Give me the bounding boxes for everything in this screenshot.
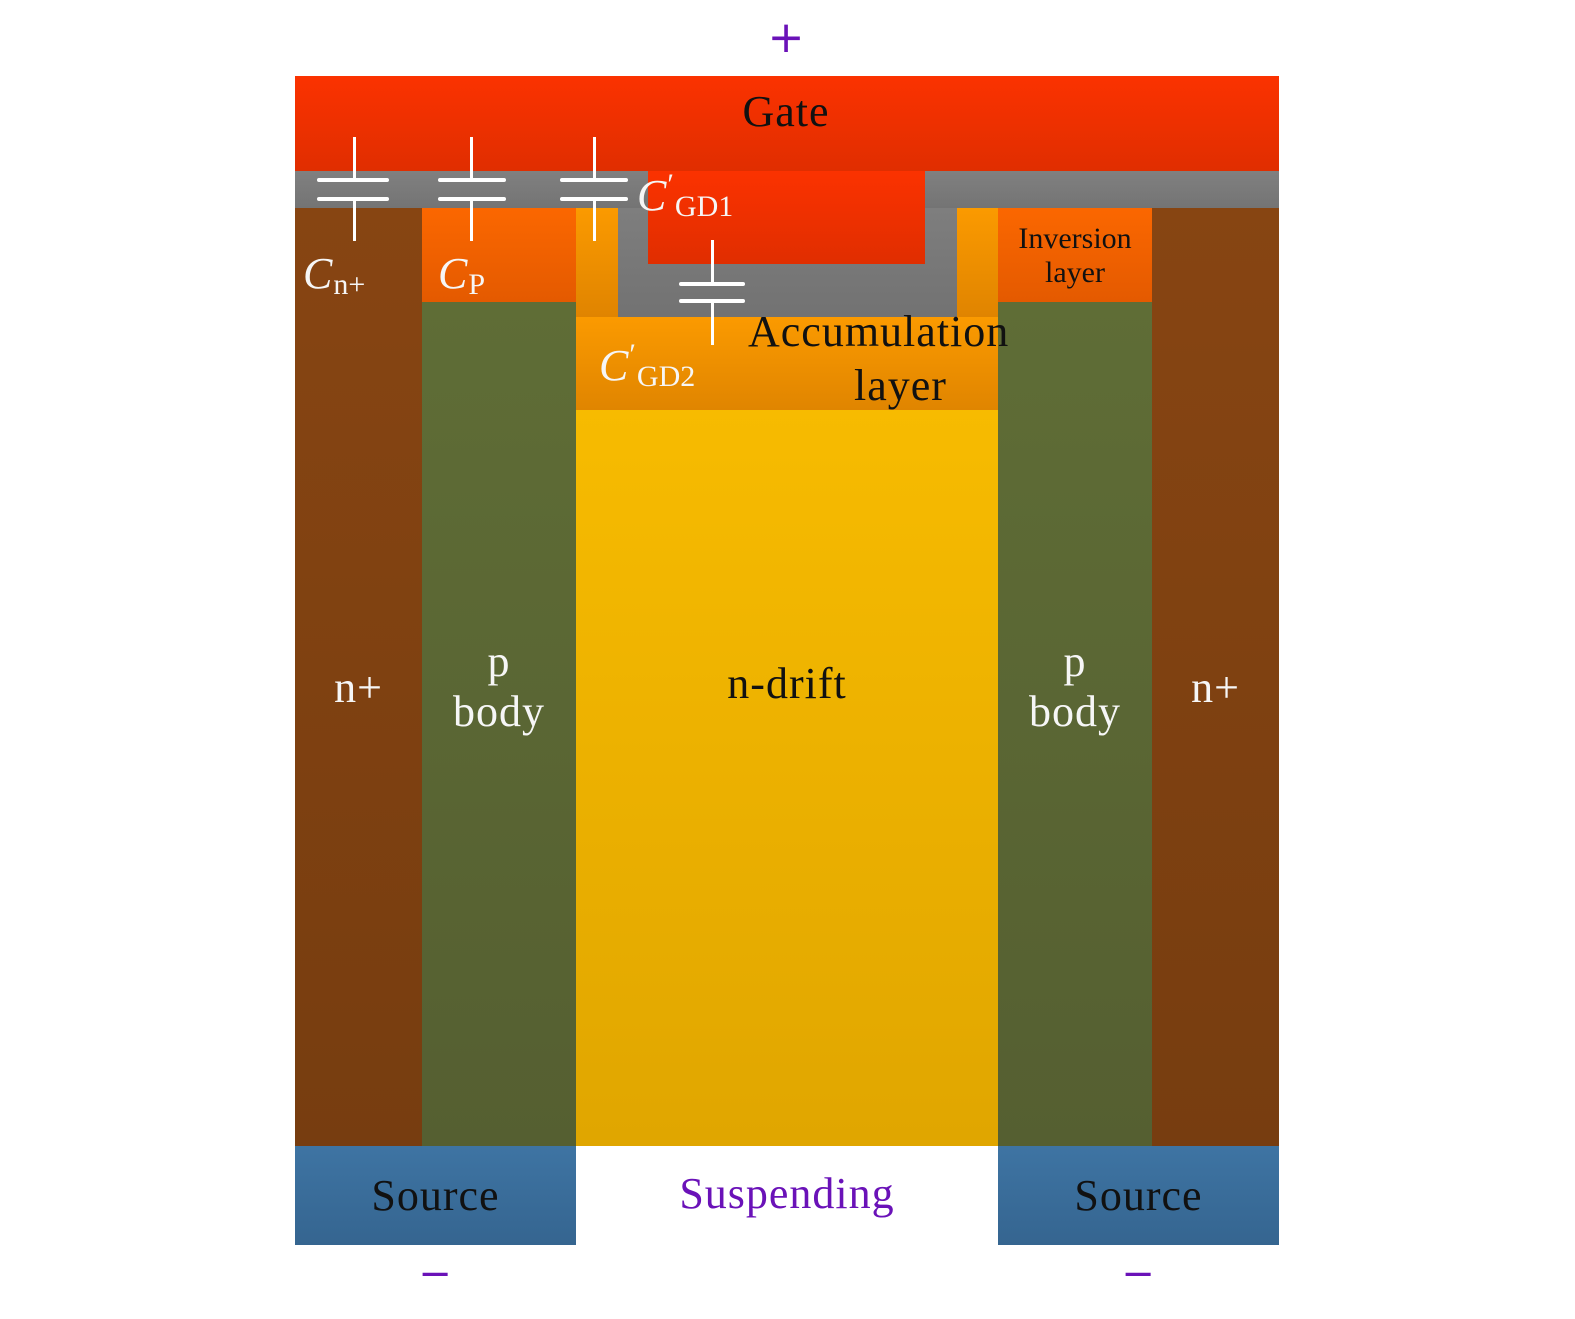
cap-subscript: P (468, 268, 486, 301)
source-label-left: Source (371, 1171, 500, 1220)
cap-subscript: GD1 (674, 190, 734, 223)
cap-symbol: C (303, 249, 333, 298)
cap-prime: ′ (629, 338, 636, 371)
source-electrode-right: Source (998, 1146, 1279, 1245)
accumulation-layer (576, 317, 998, 410)
capacitor-cn-plus-bottom-lead (353, 199, 356, 241)
cap-subscript: n+ (333, 268, 366, 301)
n-drift-region (576, 410, 998, 1146)
accumulation-layer-label-line2: layer (854, 361, 947, 410)
capacitor-cgd1-top-lead (593, 137, 596, 179)
cap-subscript: GD2 (636, 360, 696, 393)
n-drift-label: n-drift (727, 659, 847, 708)
cap-symbol: C (599, 341, 629, 390)
capacitor-cgd2-top-plate (679, 282, 745, 286)
source-label-right: Source (1074, 1171, 1203, 1220)
inversion-layer-right (998, 208, 1152, 302)
capacitor-label-cgd1: C′GD1 (637, 170, 734, 223)
inversion-label-line1: Inversion (1018, 222, 1132, 255)
cap-symbol: C (438, 249, 468, 298)
capacitor-cgd1-top-plate (560, 178, 628, 182)
trench-gate (648, 171, 925, 264)
accumulation-wall-left (576, 208, 618, 317)
inversion-label-line2: layer (1045, 256, 1105, 289)
accumulation-wall-right (957, 208, 998, 317)
capacitor-cgd2-bottom-lead (711, 301, 714, 345)
cap-symbol: C (637, 171, 667, 220)
p-body-label-left-line2: body (453, 687, 545, 736)
n-plus-label-left: n+ (334, 663, 383, 712)
accumulation-layer-label-line1: Accumulation (748, 307, 1010, 356)
cap-prime: ′ (667, 168, 674, 201)
p-body-label-left-line1: p (487, 637, 511, 686)
capacitor-label-cgd2: C′GD2 (599, 340, 696, 393)
capacitor-cn-plus-top-plate (317, 178, 389, 182)
p-body-region-right (998, 302, 1152, 1146)
capacitor-cgd1-bottom-lead (593, 199, 596, 241)
source-left-negative-terminal: − (418, 1251, 452, 1297)
capacitor-cp-top-lead (470, 137, 473, 179)
n-plus-label-right: n+ (1191, 663, 1240, 712)
n-plus-region-right (1152, 208, 1279, 1146)
drain-suspending-label: Suspending (679, 1169, 895, 1218)
gate-label: Gate (742, 87, 830, 136)
source-right-negative-terminal: − (1121, 1251, 1155, 1297)
p-body-label-right-line1: p (1063, 637, 1087, 686)
p-body-label-right-line2: body (1029, 687, 1121, 736)
n-plus-region-left (295, 208, 422, 1146)
gate-electrode (295, 76, 1279, 171)
p-body-region-left (422, 302, 576, 1146)
inversion-layer-left (422, 208, 576, 302)
source-electrode-left: Source (295, 1146, 576, 1245)
capacitor-cp-bottom-lead (470, 199, 473, 241)
capacitor-cn-plus-top-lead (353, 137, 356, 179)
capacitor-cgd2-top-lead (711, 240, 714, 282)
capacitor-cp-top-plate (438, 178, 506, 182)
gate-positive-terminal: + (767, 12, 805, 63)
